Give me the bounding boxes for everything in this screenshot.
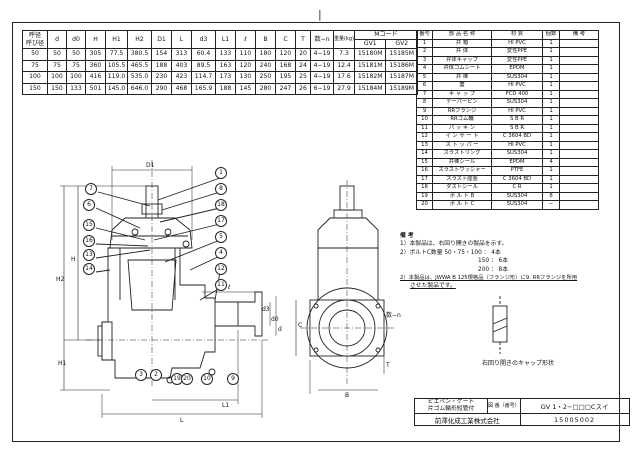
- company-name: 前澤化成工業株式会社: [414, 413, 521, 426]
- dim-label-t: T: [386, 362, 390, 369]
- table-cell: 154: [151, 48, 172, 61]
- table-cell: 305: [85, 48, 106, 61]
- table-cell: 6−19: [310, 82, 334, 96]
- callout-bubble: 14: [83, 263, 95, 275]
- dim-label-h2: H2: [56, 276, 65, 283]
- drawing-number: GV 1・2−□□□Cスイ: [519, 398, 630, 414]
- notes-title: 備 考: [400, 233, 414, 239]
- callout-bubble: 5: [215, 231, 227, 243]
- cap-shape-detail: [492, 296, 508, 354]
- dim-label-l1: L1: [222, 402, 230, 409]
- dim-label-c: C: [298, 322, 303, 329]
- dim-label-d1: D1: [146, 162, 155, 169]
- callout-bubble: 16: [83, 235, 95, 247]
- callout-bubble: 2: [150, 369, 162, 381]
- col-header: C: [275, 30, 296, 49]
- title-block: ピエベン・ゲート片ゴム輪形短管付 図 番（番号） GV 1・2−□□□Cスイ 前…: [414, 398, 630, 426]
- dim-label-d: d: [278, 326, 282, 333]
- callout-bubble: 15: [83, 219, 95, 231]
- table-cell: 501: [85, 82, 106, 96]
- callout-bubble: 11: [215, 279, 227, 291]
- table-cell: 110: [235, 48, 256, 61]
- dim-label-d3: d3: [262, 306, 270, 313]
- dim-label-b: B: [345, 392, 350, 399]
- table-cell: 180: [255, 48, 276, 61]
- table-cell: 20: [295, 48, 311, 61]
- dim-label-n: 数−n: [386, 312, 401, 319]
- note-line: 150 ： 6本: [478, 258, 509, 265]
- dim-label-h1: H1: [58, 360, 67, 367]
- callout-bubble: 17: [215, 215, 227, 227]
- col-header: L: [171, 30, 192, 49]
- table-cell: [559, 200, 599, 210]
- callout-bubble: 9: [227, 373, 239, 385]
- dim-label-ell: ℓ: [228, 284, 231, 291]
- callout-bubble: 20: [181, 373, 193, 385]
- callout-bubble: 7: [85, 183, 97, 195]
- cap-caption: 右回り開きのキャップ形状: [482, 360, 555, 367]
- table-cell: 4−19: [310, 48, 334, 61]
- callout-bubble: 8: [215, 183, 227, 195]
- note-line: 1）本製品は、右回り開きの製品を示す。: [400, 241, 508, 248]
- page-mark: |: [318, 8, 322, 21]
- table-cell: 290: [151, 82, 172, 96]
- note-line: 2）ボルトC数量 50・75・100 ： 4本: [400, 249, 501, 256]
- callout-bubble: 19: [171, 373, 183, 385]
- callout-bubble: 12: [215, 263, 227, 275]
- callout-bubble: 18: [215, 199, 227, 211]
- drawing-sheet-border: [12, 22, 620, 442]
- callout-bubble: 13: [83, 249, 95, 261]
- col-header: 数−n: [310, 30, 334, 49]
- note-line: 2）本製品は、JWWA B 125規格品（フランジ形）に9. RRフランジを所用: [400, 275, 578, 282]
- table-cell: 646.0: [127, 82, 152, 96]
- document-code: 15005002: [519, 413, 630, 426]
- callout-bubble: 6: [83, 199, 95, 211]
- dimension-table: 呼径呼び径 d d0 H H1 H2 D1 L d3 L1 ℓ B C T 数−…: [22, 30, 418, 96]
- col-header: H2: [127, 30, 152, 49]
- drawing-no-label: 図 番（番号）: [487, 398, 521, 414]
- table-cell: 165.9: [191, 82, 216, 96]
- dim-label-d0: d0: [271, 316, 279, 323]
- dim-label-l: L: [180, 417, 184, 424]
- note-line: させた製品です。: [410, 283, 456, 290]
- product-name: ピエベン・ゲート片ゴム輪形短管付: [414, 398, 488, 414]
- callout-bubble: 10: [201, 373, 213, 385]
- col-header: H1: [105, 30, 128, 49]
- callout-bubble: 4: [215, 247, 227, 259]
- notes-section: 備 考 1）本製品は、右回り開きの製品を示す。 2）ボルトC数量 50・75・1…: [400, 232, 606, 291]
- callout-bubble: 1: [215, 167, 227, 179]
- col-header: ℓ: [235, 30, 256, 49]
- dim-label-h: H: [71, 256, 76, 263]
- callout-bubble: 3: [135, 369, 147, 381]
- note-line: 200 ： 8本: [478, 266, 509, 273]
- col-header: d: [47, 30, 67, 49]
